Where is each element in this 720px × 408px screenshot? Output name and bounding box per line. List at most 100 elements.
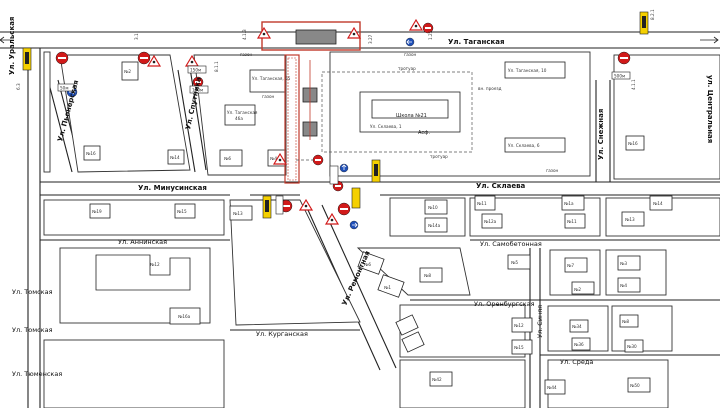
detour-arrow-sign-2	[339, 163, 349, 173]
bld-n1b	[561, 195, 585, 211]
bld-n44	[544, 379, 566, 395]
label-vn-proezd: вн. проезд	[478, 86, 502, 91]
road-works-sign-8	[324, 212, 340, 225]
detour-board-4	[371, 159, 381, 183]
label-gazon-2: газон	[546, 168, 559, 173]
bld-n14a-label: №14а	[428, 223, 441, 228]
street-anninskaya: Ул. Аннинская	[118, 238, 167, 246]
bld-n4-label: №4	[270, 156, 277, 161]
bld-n2a	[571, 281, 595, 295]
plate-code-7: 8.1.1	[214, 61, 219, 72]
bld-n2	[121, 61, 139, 81]
street-snezhnaya: Ул. Снежная	[597, 109, 605, 160]
bld-taganskaya-55-label: Ул. Таганская, 55	[252, 76, 291, 81]
distance-plate-2: 150м	[189, 85, 209, 94]
detour-arrow-sign-4	[405, 37, 415, 47]
bld-n6a-label: №6	[364, 262, 371, 267]
bld-n11a-label: №11	[567, 219, 577, 224]
street-tomskaya: Ул. Томская	[12, 288, 53, 296]
bld-taganskaya-10-label: Ул. Таганская, 10	[508, 68, 547, 73]
detour-board-2	[639, 11, 649, 35]
bld-n19-label: №19	[92, 209, 102, 214]
distance-plate-3: 50м	[57, 83, 75, 92]
bld-n14	[167, 149, 185, 165]
plate-code-6: 6.3	[16, 83, 21, 90]
street-taganskaya: Ул. Таганская	[448, 38, 504, 46]
plate-code-4: 1.25	[428, 30, 433, 40]
bld-n15-label: №15	[177, 209, 187, 214]
buildings: Школа №21 Ул. Склаева, 1 Асф. Ул. Таганс…	[83, 61, 673, 395]
bld-n30-label: №30	[627, 344, 637, 349]
bld-n19	[89, 203, 111, 219]
bld-n12b-label: №12	[514, 323, 524, 328]
road-works-sign-1	[256, 26, 272, 39]
bld-n12a	[481, 213, 503, 229]
distance-plate-3-text: 50м	[60, 86, 69, 91]
road-edge-pionerskaya-w	[47, 79, 73, 173]
no-entry-sign-1	[55, 51, 69, 65]
work-site	[261, 21, 473, 184]
bld-n5a	[395, 314, 419, 336]
plate-code-1: 3.1	[134, 33, 139, 40]
street-tyumenskaya: Ул. Тюменская	[12, 370, 62, 378]
school-inner	[371, 99, 449, 119]
street-uralskaya: Ул. Уральская	[8, 17, 16, 75]
bld-n7a-label: №7	[567, 263, 574, 268]
street-sreda: Ул. Среда	[560, 358, 593, 366]
bld-n10-label: №10	[428, 205, 438, 210]
bld-n15	[174, 203, 196, 219]
street-remontnaya: Ул. Ремонтная	[341, 250, 372, 307]
bld-n16b-label: №16	[628, 141, 638, 146]
street-sinyaya: Ул. Синяя	[536, 305, 544, 338]
road-works-sign-7	[298, 198, 314, 211]
block-south-2	[547, 359, 669, 408]
street-minusinskaya: Ул. Минусинская	[138, 184, 207, 192]
bld-n16-label: №16	[86, 151, 96, 156]
road-works-sign-2	[346, 26, 362, 39]
bld-sklaeva-6	[504, 137, 566, 153]
road-works-sign-4	[146, 54, 162, 67]
bld-n30	[624, 339, 644, 353]
block-tomskaya-south	[43, 339, 225, 408]
distance-plate-4: 500м	[611, 71, 631, 80]
distance-plate-2-text: 150м	[192, 88, 203, 93]
no-entry-sign-6	[337, 202, 351, 216]
bld-n15a-label: №15	[514, 345, 524, 350]
label-gazon-3: газон	[240, 52, 253, 57]
bld-n34-label: №34	[572, 324, 582, 329]
bld-n5-label: №5	[511, 260, 518, 265]
no-entry-sign-8	[422, 22, 434, 34]
plate-code-8: 4.1.1	[631, 79, 636, 90]
bld-n42	[429, 371, 453, 387]
bld-n2a-label: №2	[574, 287, 581, 292]
school-address: Ул. Склаева, 1	[370, 124, 402, 129]
street-samobetonnaya: Ул. Самобетонная	[480, 240, 542, 248]
label-gazon-1: газон	[404, 52, 417, 57]
bld-n34	[569, 319, 589, 333]
bld-n44-label: №44	[547, 385, 557, 390]
block-snezhnaya-east	[613, 54, 720, 180]
bld-n13a	[621, 211, 645, 227]
bld-n50	[627, 377, 651, 393]
bld-n12-label: №12	[150, 262, 160, 267]
bld-n14b-label: №14	[653, 201, 663, 206]
bld-n3-label: №3	[620, 261, 627, 266]
bld-n13	[229, 205, 253, 221]
bld-n13a-label: №13	[625, 217, 635, 222]
bld-n12	[95, 254, 191, 291]
bld-n1b-label: №1а	[564, 201, 574, 206]
bld-n16a-label: №16а	[178, 314, 191, 319]
bld-n1-label: №1	[384, 285, 391, 290]
road-edge-remontnaya-e	[321, 204, 397, 369]
bld-n6	[219, 149, 243, 167]
street-kurganskaya: Ул. Курганская	[256, 330, 308, 338]
bld-n14a	[424, 217, 448, 233]
detour-board-5	[351, 187, 361, 209]
bld-n42-label: №42	[432, 377, 442, 382]
bld-n4a-label: №4	[620, 283, 627, 288]
bld-taganskaya-46a-label: Ул. Таганская	[227, 110, 258, 115]
bld-n7a	[564, 257, 588, 273]
street-sklaeva: Ул. Склаева	[476, 182, 526, 190]
bld-n6a	[357, 251, 385, 275]
